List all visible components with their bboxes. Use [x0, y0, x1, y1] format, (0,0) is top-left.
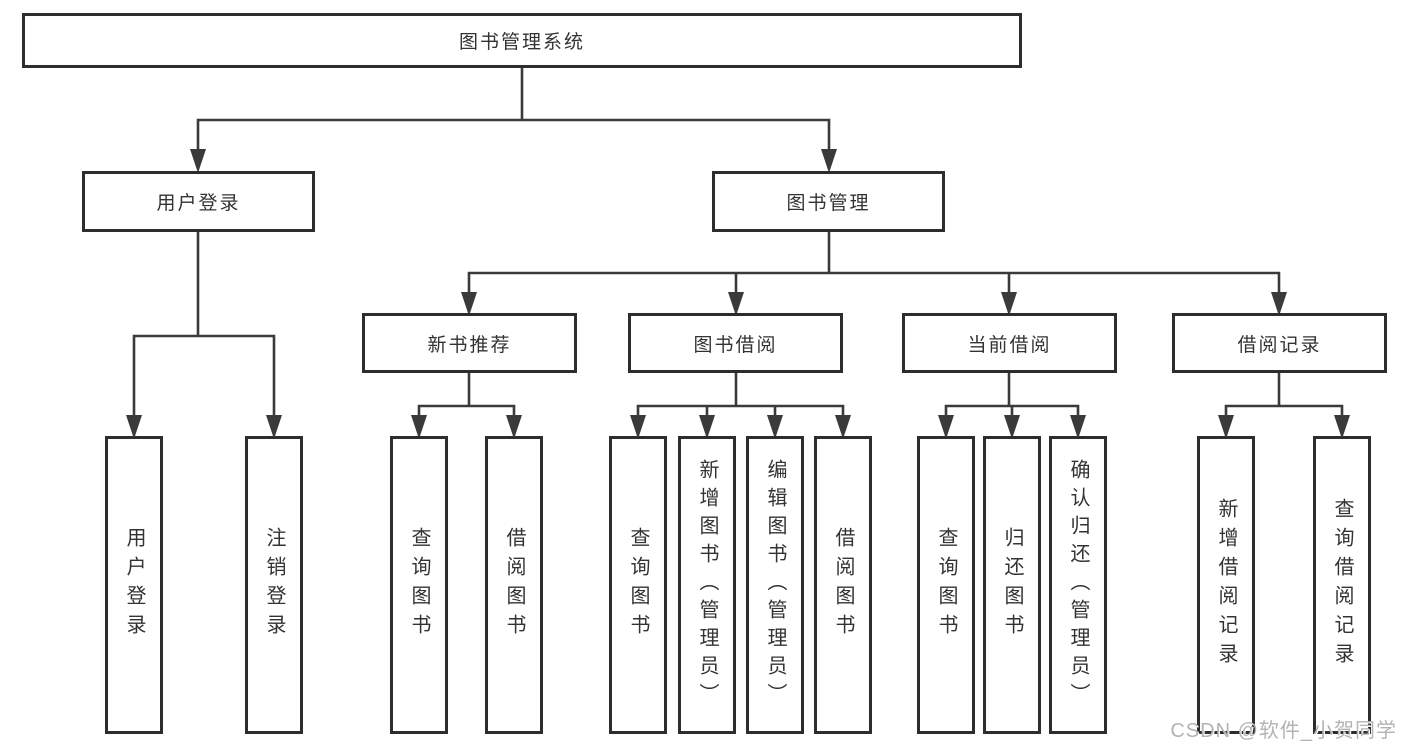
node-borrowing-records: 借阅记录: [1172, 313, 1387, 373]
leaf-label: 新增借阅记录: [1215, 498, 1237, 672]
leaf-label: 查询图书: [408, 527, 430, 643]
node-user-login: 用户登录: [82, 171, 315, 232]
arrowhead-icon: [190, 149, 206, 173]
node-new-book-recommend: 新书推荐: [362, 313, 577, 373]
leaf-label: 编辑图书（管理员）: [764, 459, 786, 711]
leaf-label: 借阅图书: [832, 527, 854, 643]
node-leaf-query-books-1: 查询图书: [390, 436, 448, 734]
leaf-label: 查询图书: [627, 527, 649, 643]
node-leaf-add-books-admin: 新增图书（管理员）: [678, 436, 736, 734]
leaf-label: 查询借阅记录: [1331, 498, 1353, 672]
leaf-label: 确认归还（管理员）: [1067, 459, 1089, 711]
node-leaf-query-borrow-record: 查询借阅记录: [1313, 436, 1371, 734]
leaf-label: 新增图书（管理员）: [696, 459, 718, 711]
node-book-borrowing: 图书借阅: [628, 313, 843, 373]
node-leaf-add-borrow-record: 新增借阅记录: [1197, 436, 1255, 734]
node-leaf-borrow-books-2: 借阅图书: [814, 436, 872, 734]
node-leaf-query-books-2: 查询图书: [609, 436, 667, 734]
watermark: CSDN @软件_小贺同学: [1170, 720, 1397, 742]
leaf-label: 归还图书: [1001, 527, 1023, 643]
node-leaf-query-books-3: 查询图书: [917, 436, 975, 734]
leaf-label: 用户登录: [123, 527, 145, 643]
node-leaf-confirm-return-admin: 确认归还（管理员）: [1049, 436, 1107, 734]
leaf-label: 查询图书: [935, 527, 957, 643]
node-leaf-user-login: 用户登录: [105, 436, 163, 734]
arrowhead-icon: [821, 149, 837, 173]
node-leaf-return-books: 归还图书: [983, 436, 1041, 734]
node-leaf-logout-login: 注销登录: [245, 436, 303, 734]
node-leaf-edit-books-admin: 编辑图书（管理员）: [746, 436, 804, 734]
node-book-management: 图书管理: [712, 171, 945, 232]
leaf-label: 注销登录: [263, 527, 285, 643]
node-root: 图书管理系统: [22, 13, 1022, 68]
node-leaf-borrow-books-1: 借阅图书: [485, 436, 543, 734]
node-current-borrowing: 当前借阅: [902, 313, 1117, 373]
leaf-label: 借阅图书: [503, 527, 525, 643]
